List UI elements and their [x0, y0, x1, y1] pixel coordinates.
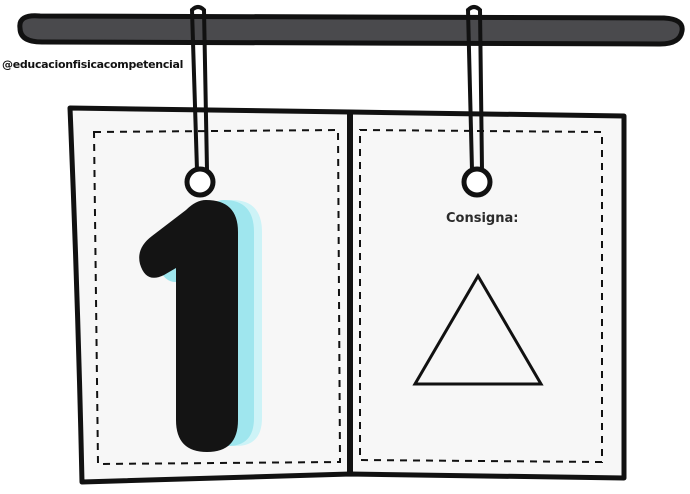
left-hook	[184, 5, 216, 198]
triangle-outline-icon	[412, 273, 544, 386]
right-hook	[461, 5, 493, 198]
hanging-rod	[17, 13, 685, 47]
card-panel	[67, 105, 627, 485]
watermark-handle: @educacionfisicacompetencial	[2, 58, 184, 71]
number-one-graphic	[139, 200, 262, 452]
consigna-label: Consigna:	[446, 211, 519, 226]
right-dashed-border	[359, 128, 603, 464]
left-dashed-border	[92, 128, 342, 466]
